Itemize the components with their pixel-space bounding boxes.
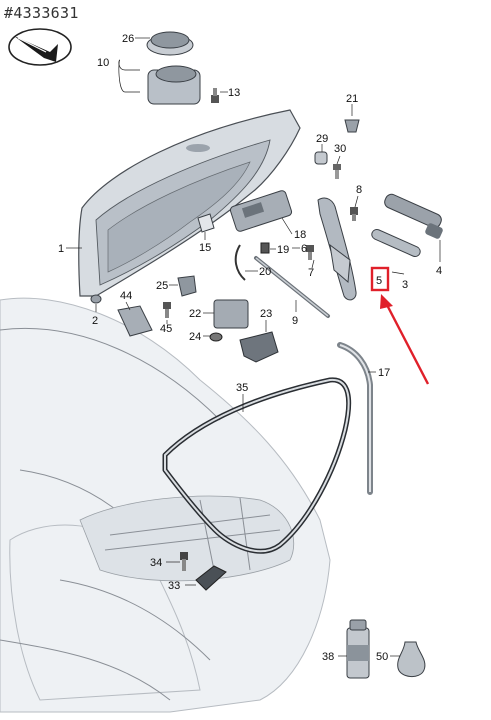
spring-strut-3-part xyxy=(371,228,421,258)
plug-19-part xyxy=(260,242,270,254)
car-rear-body xyxy=(0,297,331,713)
label-7: 7 xyxy=(308,267,314,279)
clip-15-part xyxy=(197,213,215,233)
cap-21-part xyxy=(344,119,360,133)
cable-20-part xyxy=(234,244,246,281)
brand-logo xyxy=(8,28,72,66)
label-33: 33 xyxy=(168,580,180,592)
label-13: 13 xyxy=(228,87,240,99)
bracket-44-part xyxy=(117,305,153,337)
bag-50-part xyxy=(397,641,426,677)
label-18: 18 xyxy=(294,229,306,241)
nut-24-part xyxy=(209,332,223,342)
label-4: 4 xyxy=(436,265,442,277)
label-22: 22 xyxy=(189,308,201,320)
boot-lid xyxy=(78,109,301,297)
label-45: 45 xyxy=(160,323,172,335)
bolt-45-part xyxy=(163,302,171,318)
bolt-30-part xyxy=(333,164,341,179)
label-34: 34 xyxy=(150,557,162,569)
hook-33-part xyxy=(195,565,227,591)
label-1: 1 xyxy=(58,243,64,255)
label-20: 20 xyxy=(259,266,271,278)
label-38: 38 xyxy=(322,651,334,663)
gas-strut-4-part xyxy=(384,193,443,239)
label-17: 17 xyxy=(378,367,390,379)
emblem-part xyxy=(146,31,194,56)
bump-stop-29-part xyxy=(314,151,328,165)
label-2: 2 xyxy=(92,315,98,327)
label-35: 35 xyxy=(236,382,248,394)
lid-motor-18-part xyxy=(229,190,293,232)
label-3: 3 xyxy=(402,279,408,291)
label-5: 5 xyxy=(376,275,382,287)
bolt-7-part xyxy=(306,245,314,260)
label-15: 15 xyxy=(199,242,211,254)
label-23: 23 xyxy=(260,308,272,320)
label-8: 8 xyxy=(356,184,362,196)
label-26: 26 xyxy=(122,33,134,45)
label-24: 24 xyxy=(189,331,201,343)
label-50: 50 xyxy=(376,651,388,663)
label-44: 44 xyxy=(120,290,132,302)
sensor-25-part xyxy=(177,275,197,297)
label-21: 21 xyxy=(346,93,358,105)
highlight-callout-5: 5 xyxy=(370,266,430,385)
emblem-housing-part xyxy=(147,65,201,105)
label-19: 19 xyxy=(277,244,289,256)
leader-lines xyxy=(66,37,441,657)
label-30: 30 xyxy=(334,143,346,155)
latch-cover-23-part xyxy=(239,331,279,363)
label-25: 25 xyxy=(156,280,168,292)
document-id: #4333631 xyxy=(4,4,79,22)
rod-9-part xyxy=(254,256,330,318)
screw-34-part xyxy=(180,552,188,571)
label-29: 29 xyxy=(316,133,328,145)
red-arrow-head xyxy=(380,294,393,309)
bolt-8-part xyxy=(350,207,358,221)
label-6: 6 xyxy=(301,243,307,255)
spray-can-38-part xyxy=(346,619,370,679)
label-10: 10 xyxy=(97,57,109,69)
plug-2-part xyxy=(90,294,102,304)
label-9: 9 xyxy=(292,315,298,327)
lock-22-part xyxy=(213,299,249,329)
screw-13-part xyxy=(211,88,219,103)
hinge-bracket-6-part xyxy=(329,243,351,284)
